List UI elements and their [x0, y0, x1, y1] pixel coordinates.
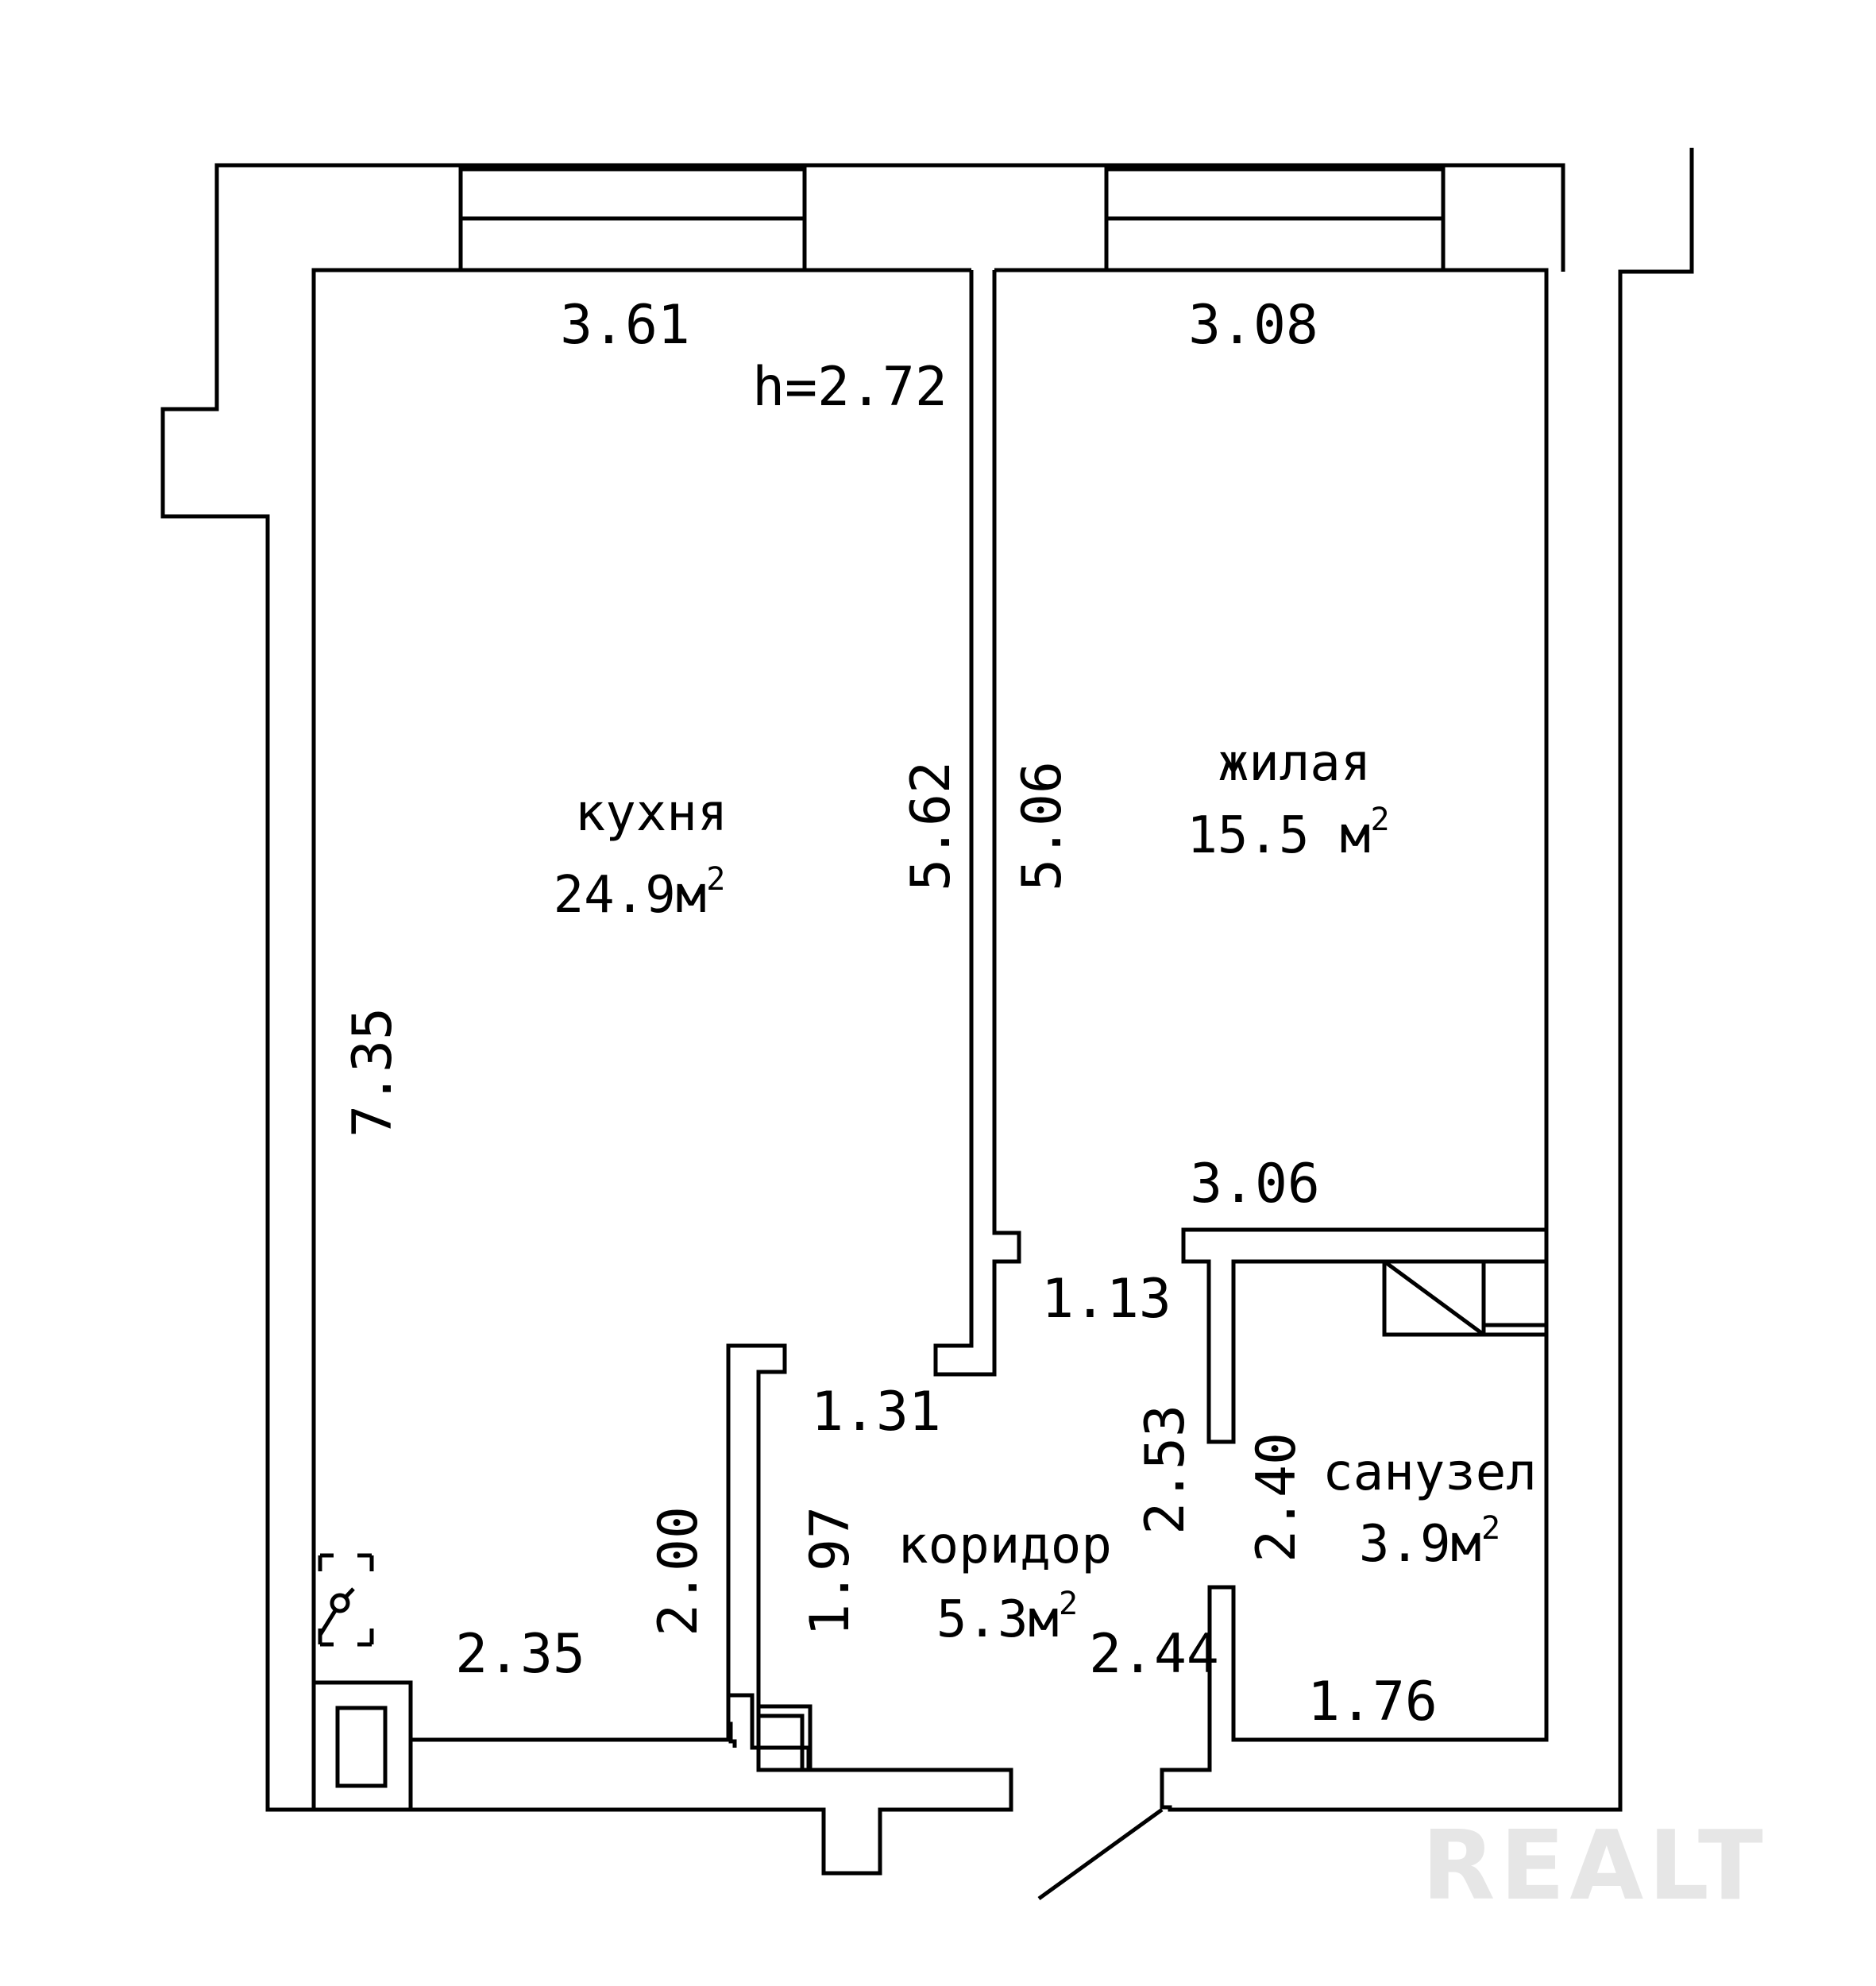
room-name-bathroom: санузел [1322, 1443, 1537, 1502]
kitchen-bottom-wall [411, 1343, 787, 1748]
exterior-wall-outer [160, 163, 1565, 1876]
dim-bath-left: 2.40 [1245, 1432, 1308, 1563]
dim-kitchen-left: 7.35 [342, 1007, 404, 1138]
kitchen-cabinet [311, 1680, 413, 1812]
ceiling-height: h=2.72 [752, 356, 948, 419]
dim-living-top: 3.08 [1188, 294, 1318, 357]
room-name-corridor: коридор [897, 1517, 1112, 1575]
dim-opening-living: 1.13 [1041, 1268, 1172, 1331]
bath-top-wall [1181, 1227, 1546, 1444]
kitchen-living-partition [933, 270, 1021, 1377]
dim-kitchen-bottom: 2.35 [455, 1623, 585, 1686]
dim-living-bottom: 3.06 [1190, 1153, 1320, 1215]
room-area-bathroom: 3.9м2 [1359, 1510, 1500, 1574]
room-name-kitchen: кухня [575, 784, 728, 843]
dim-corridor-right: 2.53 [1134, 1404, 1197, 1535]
room-area-corridor: 5.3м2 [936, 1586, 1078, 1649]
dim-corridor-bottom: 2.44 [1089, 1623, 1219, 1686]
dim-opening-kitchen: 1.31 [811, 1381, 941, 1443]
dim-corridor-left-outer: 2.00 [647, 1506, 710, 1636]
dim-kitchen-top: 3.61 [560, 294, 690, 357]
dim-bath-bottom: 1.76 [1307, 1671, 1438, 1733]
room-name-living: жилая [1218, 734, 1372, 793]
entrance-door [1037, 1807, 1164, 1901]
kitchen-wall-inner [311, 268, 971, 1810]
watermark: REALT [1422, 1811, 1768, 1922]
dim-corridor-left-inner: 1.97 [799, 1506, 862, 1636]
living-wall [994, 148, 1694, 1812]
dim-living-inner-left: 5.06 [1011, 761, 1074, 891]
stove [335, 1706, 388, 1788]
room-area-kitchen: 24.9м2 [554, 861, 726, 925]
dim-kitchen-inner-right: 5.62 [900, 761, 963, 891]
room-area-living: 15.5 м2 [1187, 802, 1389, 865]
